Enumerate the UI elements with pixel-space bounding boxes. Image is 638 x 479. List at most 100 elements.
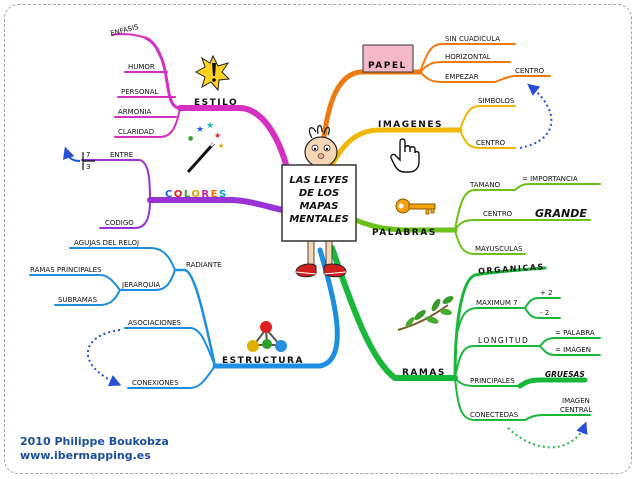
colores-letter: E	[211, 189, 219, 200]
palabras-line-tamano	[454, 189, 516, 231]
entre-value-top: 7	[86, 151, 90, 159]
estructura-conexiones: CONEXIONES	[132, 379, 179, 387]
jerarquia-line-subramas	[54, 289, 121, 306]
imagenes-line-simbolos	[459, 105, 516, 131]
credit-author: 2010 Philippe Boukobza	[20, 435, 169, 448]
imagenes-item-simbolos: SIMBOLOS	[478, 97, 515, 105]
longitud-item-palabra: = PALABRA	[555, 329, 595, 337]
conectedas-child-central: CENTRAL	[560, 406, 592, 414]
ramas-organicas: ORGANICAS	[478, 262, 545, 276]
radiante-item-agujas: AGUJAS DEL RELOJ	[74, 239, 139, 247]
radiante-line-jerarquia	[119, 269, 176, 291]
estilo-trunk	[144, 36, 182, 110]
longitud-line-imagen	[539, 345, 601, 356]
ramas-line-organicas	[453, 266, 547, 380]
ramas-label: RAMAS	[402, 368, 446, 378]
maximum-item-minus: - 2	[540, 309, 549, 317]
estructura-line-asociaciones	[124, 327, 216, 367]
svg-text:★: ★	[196, 125, 204, 135]
longitud-item-imagen: = IMAGEN	[555, 346, 591, 354]
center-sign	[281, 164, 357, 242]
hand-pointer-icon	[390, 138, 420, 173]
estructura-radiante: RADIANTE	[186, 261, 222, 269]
papel-item-sin-cuadicula: SIN CUADICULA	[445, 35, 500, 43]
svg-text:★: ★	[206, 121, 214, 131]
maximum-line-plus	[524, 297, 561, 309]
key-icon	[395, 198, 436, 215]
ramas-line-principales	[454, 377, 521, 387]
radiante-line-agujas	[69, 247, 176, 271]
magic-wand-icon: ★ ★ ★ ● ★	[186, 121, 224, 174]
jerarquia-line-principales	[29, 274, 121, 291]
colores-label: COLORES	[165, 189, 228, 200]
radiante-item-jerarquia: JERARQUIA	[121, 281, 160, 289]
estilo-item-humor: HUMOR	[128, 63, 155, 71]
estructura-label: ESTRUCTURA	[222, 356, 304, 366]
papel-item-empezar: EMPEZAR	[445, 73, 479, 81]
empezar-line-centro	[494, 75, 551, 83]
papel-item-horizontal: HORIZONTAL	[445, 53, 491, 61]
ramas-line-longitud	[454, 345, 541, 379]
colores-line-codigo	[99, 199, 151, 229]
credit-website: www.ibermapping.es	[20, 449, 151, 462]
colores-codigo: CODIGO	[105, 219, 134, 227]
jerarquia-item-principales: RAMAS PRINCIPALES	[30, 266, 102, 274]
leaf-branch-icon	[397, 296, 454, 331]
palabras-item-mayusculas: MAYUSCULAS	[475, 245, 523, 253]
colores-line-entre	[81, 159, 151, 201]
papel-line-empezar	[419, 71, 496, 83]
imagenes-label: IMAGENES	[378, 120, 443, 130]
jerarquia-item-subramas: SUBRAMAS	[58, 296, 98, 304]
papel-line-sin-cuadicula	[419, 43, 516, 73]
center-title-line-2: DE LOS	[299, 188, 339, 199]
tamano-line-importancia	[514, 183, 601, 191]
center-title: LAS LEYES DE LOS MAPAS MENTALES	[289, 175, 348, 225]
colores-entre: ENTRE	[110, 151, 133, 159]
imagenes-line-centro	[459, 129, 516, 149]
palabras-line-mayusculas	[454, 229, 526, 255]
palabras-line-centro	[454, 219, 591, 231]
colores-letter: C	[165, 189, 174, 200]
colores-letter: O	[174, 189, 184, 200]
estructura-line-radiante	[173, 268, 217, 368]
centro-dotted-arrow	[519, 83, 553, 149]
estructura-asociaciones: ASOCIACIONES	[128, 319, 181, 327]
palabras-item-tamano: TAMANO	[469, 181, 501, 189]
ramas-longitud: LONGITUD	[478, 336, 529, 345]
colores-letter: S	[219, 189, 228, 200]
svg-text:●: ●	[188, 135, 193, 142]
entre-arrow	[62, 146, 81, 162]
estilo-label: ESTILO	[194, 98, 238, 108]
colores-letter: R	[201, 189, 210, 200]
entre-value-bottom: 3	[86, 163, 90, 171]
branch-estructura	[29, 247, 340, 389]
ramas-principales: PRINCIPALES	[470, 377, 515, 385]
conectedas-child-imagen: IMAGEN	[562, 397, 590, 405]
centro-child-grande: GRANDE	[535, 207, 587, 220]
maximum-item-plus: + 2	[540, 289, 553, 297]
svg-text:★: ★	[218, 142, 224, 150]
tamano-child-importancia: = IMPORTANCIA	[522, 175, 578, 183]
principales-line-gruesas	[517, 377, 588, 389]
colores-main-line	[147, 197, 295, 215]
entre-values-bracket	[82, 152, 95, 170]
longitud-line-palabra	[539, 337, 601, 347]
center-title-line-4: MENTALES	[289, 214, 348, 225]
colores-letter: O	[191, 189, 201, 200]
conexiones-dotted-arrow	[86, 329, 122, 387]
estilo-line-enfasis	[111, 33, 147, 39]
svg-text:★: ★	[214, 131, 221, 140]
paper-icon	[362, 44, 414, 73]
exclamation-icon	[194, 54, 231, 92]
estilo-main-line	[177, 105, 295, 198]
estructura-line-conexiones	[127, 365, 216, 389]
estilo-item-personal: PERSONAL	[121, 88, 158, 96]
papel-line-horizontal	[419, 61, 511, 73]
colores-letter: L	[184, 189, 192, 200]
empezar-child-centro: CENTRO	[515, 67, 545, 75]
ramas-line-conectedas	[454, 377, 526, 421]
conectedas-line-imagen-central	[524, 414, 591, 421]
principales-child-gruesas: GRUESAS	[545, 370, 585, 379]
ramas-line-maximum	[457, 307, 526, 331]
